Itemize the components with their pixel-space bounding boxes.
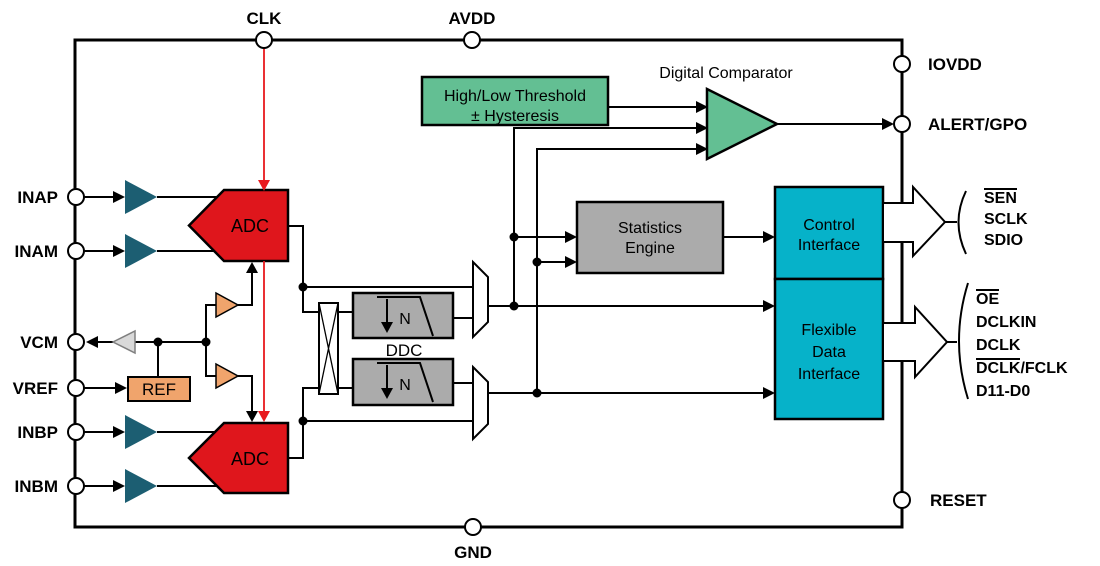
inbp-pin [67, 423, 85, 441]
ddc-b-block [351, 357, 455, 407]
inap-pin [67, 188, 85, 206]
sclk-label: SCLK [984, 211, 1028, 228]
ddc-label: DDC [386, 341, 423, 360]
inbm-pin [67, 477, 85, 495]
avdd-pin-label: AVDD [449, 9, 496, 28]
vref-pin-label: VREF [13, 379, 58, 398]
chip-boundary [73, 38, 904, 529]
control-interface-label-line2: Interface [798, 237, 860, 254]
statistics-engine-block [575, 200, 725, 275]
dclk-fclk-label: DCLK/FCLK [976, 360, 1068, 377]
ref-buffer-a-icon [215, 291, 240, 319]
alert-gpo-pin-label: ALERT/GPO [928, 115, 1027, 134]
vcm-buffer-icon [111, 329, 136, 355]
statistics-label-line2: Engine [625, 240, 675, 257]
adc-a-label: ADC [231, 216, 269, 236]
vref-pin [67, 379, 85, 397]
data-bus-arrow-icon [882, 282, 969, 400]
threshold-label-line2: ± Hysteresis [471, 108, 559, 125]
control-interface-label-line1: Control [803, 217, 855, 234]
inap-buffer-icon [125, 180, 157, 214]
threshold-label-line1: High/Low Threshold [444, 88, 586, 105]
lowpass-filter-icon [377, 362, 434, 403]
statistics-label-line1: Statistics [618, 220, 682, 237]
adc-b-label: ADC [231, 449, 269, 469]
avdd-pin [463, 31, 481, 49]
flexible-interface-label-line3: Interface [798, 366, 860, 383]
wire-chb-branch [536, 148, 696, 393]
clock-wire [258, 48, 270, 422]
iovdd-pin-label: IOVDD [928, 55, 982, 74]
clk-pin-label: CLK [247, 9, 283, 28]
reset-pin-label: RESET [930, 491, 987, 510]
inbp-buffer-icon [125, 415, 157, 449]
data-bracket-icon [958, 282, 969, 400]
wire-arrowheads [86, 101, 894, 492]
inap-pin-label: INAP [17, 188, 58, 207]
digital-comparator-label: Digital Comparator [659, 65, 793, 82]
inbm-pin-label: INBM [15, 477, 58, 496]
flexible-interface-label-line2: Data [812, 344, 846, 361]
ddc-a-block [351, 291, 455, 340]
crossbar-switch-icon [318, 302, 339, 395]
ref-buffer-b-icon [215, 362, 240, 390]
ref-label: REF [142, 380, 176, 399]
wire-cha-branch [513, 127, 696, 306]
mux-a-icon [472, 259, 489, 340]
wire-ddc-mux [453, 317, 473, 384]
iovdd-pin [893, 55, 911, 73]
oe-label: OE [976, 291, 999, 308]
flexible-interface-label-line1: Flexible [801, 322, 856, 339]
mux-b-icon [472, 364, 489, 442]
inam-pin [67, 242, 85, 260]
vcm-pin [67, 333, 85, 351]
reset-pin [893, 491, 911, 509]
inbm-buffer-icon [125, 469, 157, 503]
wire-xbar-ddc [338, 311, 353, 389]
ddc-b-n-label: N [399, 377, 411, 394]
sdio-label: SDIO [984, 232, 1023, 249]
ddc-a-n-label: N [399, 311, 411, 328]
flexible-data-interface-block [773, 277, 885, 421]
active-low-overbars [976, 188, 1020, 360]
spi-bracket-icon [957, 190, 967, 255]
spi-bus-arrow-icon [882, 184, 967, 259]
dclk-label: DCLK [976, 337, 1021, 354]
lowpass-filter-icon [377, 296, 434, 337]
clk-pin [255, 31, 273, 49]
wire-refbuf-a [238, 273, 253, 306]
inam-pin-label: INAM [15, 242, 58, 261]
gnd-pin-label: GND [454, 543, 492, 562]
adc-b-block [187, 421, 290, 495]
adc-a-block [187, 188, 290, 263]
alert-gpo-pin [893, 115, 911, 133]
dclkin-label: DCLKIN [976, 314, 1036, 331]
junction-dots [153, 232, 542, 426]
control-interface-block [773, 185, 885, 281]
threshold-block [420, 75, 610, 127]
ref-block [127, 376, 191, 402]
sen-label: SEN [984, 190, 1017, 207]
inbp-pin-label: INBP [17, 423, 58, 442]
wire-adca-out [288, 225, 473, 313]
digital-comparator-block [705, 86, 780, 162]
inam-buffer-icon [125, 234, 157, 268]
package-pins [67, 31, 911, 536]
d11-d0-label: D11-D0 [976, 383, 1030, 400]
gnd-pin [464, 518, 482, 536]
wire-refbuf-b [238, 375, 253, 411]
vcm-pin-label: VCM [20, 333, 58, 352]
